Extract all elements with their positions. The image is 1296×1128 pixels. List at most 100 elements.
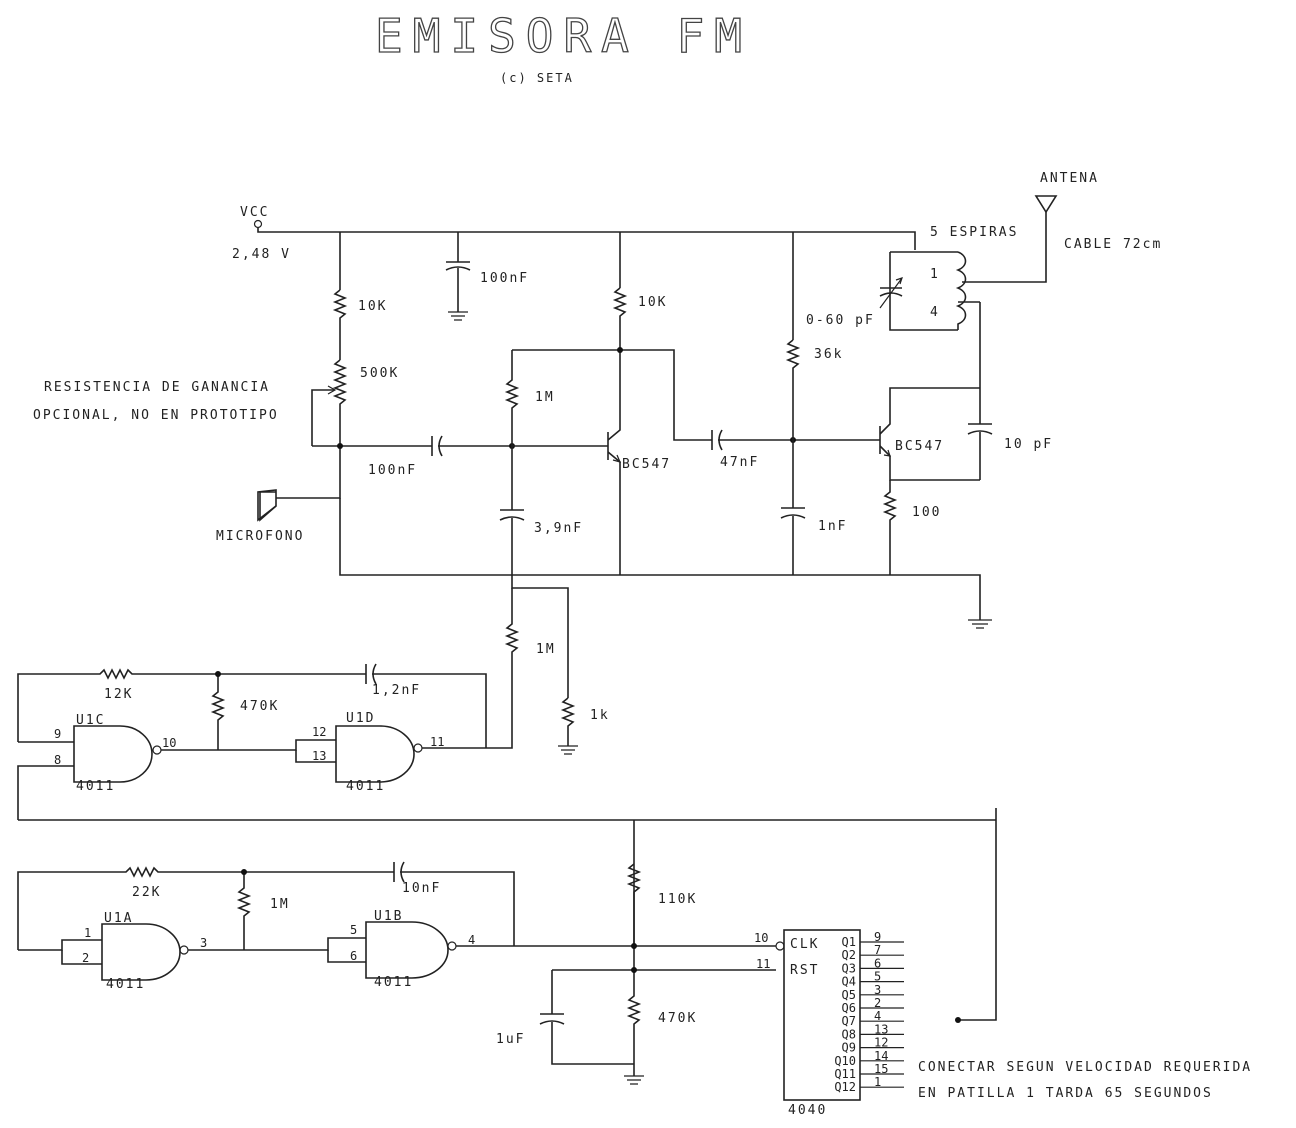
note-line-1: CONECTAR SEGUN VELOCIDAD REQUERIDA	[918, 1060, 1252, 1075]
counter-output-q4: Q4	[842, 975, 856, 989]
rst-label: RST	[790, 963, 819, 978]
pin-3: 3	[200, 936, 207, 950]
potentiometer-500k-label: 500K	[360, 366, 399, 381]
transistor-q1-label: BC547	[622, 457, 671, 472]
resistor-100-label: 100	[912, 505, 941, 520]
oscillator-u1a-u1b	[17, 861, 776, 981]
gate-u1a-label: U1A	[104, 911, 133, 926]
resistor-1k-label: 1k	[590, 708, 610, 723]
counter-output-q5: Q5	[842, 988, 856, 1002]
pin-6: 6	[350, 949, 357, 963]
counter-output-q6: Q6	[842, 1001, 856, 1015]
counter-output-q3: Q3	[842, 961, 856, 975]
pin-11: 11	[430, 735, 444, 749]
resistor-10k-mic-bias-label: 10K	[358, 299, 387, 314]
coil-pin-4: 4	[930, 305, 940, 320]
antenna-icon	[1034, 195, 1058, 214]
capacitor-3-9nf-label: 3,9nF	[534, 521, 583, 536]
capacitor-10pf-label: 10 pF	[1004, 437, 1053, 452]
capacitor-1uf-label: 1uF	[496, 1032, 525, 1047]
counter-output-q2: Q2	[842, 948, 856, 962]
counter-output-pin-number: 7	[874, 943, 881, 957]
capacitor-47nf	[711, 429, 880, 451]
microphone	[257, 446, 341, 522]
pin-12: 12	[312, 725, 326, 739]
pin-10: 10	[162, 736, 176, 750]
gate-u1d-part: 4011	[346, 779, 385, 794]
counter-output-pin-number: 3	[874, 983, 881, 997]
counter-output-q7: Q7	[842, 1014, 856, 1028]
resistor-110k-label: 110K	[658, 892, 697, 907]
counter-output-pin-number: 1	[874, 1075, 881, 1089]
counter-output-pin-number: 2	[874, 996, 881, 1010]
trimmer-capacitor-label: 0-60 pF	[806, 313, 875, 328]
diagram-title: EMISORA FM	[375, 9, 752, 63]
antenna-label: ANTENA	[1040, 171, 1099, 186]
capacitor-47nf-label: 47nF	[720, 455, 759, 470]
oscillator-u1c-u1d	[17, 663, 487, 820]
resistor-1m-bias-label: 1M	[535, 390, 555, 405]
vcc-rail	[253, 219, 916, 340]
capacitor-10pf	[967, 302, 993, 480]
counter-output-q1: Q1	[842, 935, 856, 949]
pin-1: 1	[84, 926, 91, 940]
capacitor-100nf-input	[340, 435, 512, 457]
rst-pin-number: 11	[756, 957, 770, 971]
gain-note-line-1: RESISTENCIA DE GANANCIA	[44, 380, 270, 395]
diagram-subtitle: (c) SETA	[500, 71, 574, 85]
resistor-470k-reset-label: 470K	[658, 1011, 697, 1026]
resistor-1m-modulation-label: 1M	[536, 642, 556, 657]
transistor-q2-label: BC547	[895, 439, 944, 454]
counter-output-q9: Q9	[842, 1041, 856, 1055]
counter-output-q12: Q12	[834, 1080, 856, 1094]
resistor-12k-label: 12K	[104, 687, 133, 702]
resistor-36k	[785, 339, 801, 440]
gate-u1a-part: 4011	[106, 977, 145, 992]
gate-u1d-label: U1D	[346, 711, 375, 726]
resistor-22k-label: 22K	[132, 885, 161, 900]
vcc-label: VCC	[240, 205, 269, 220]
resistor-10k-collector-label: 10K	[638, 295, 667, 310]
gate-u1c-part: 4011	[76, 779, 115, 794]
clk-label: CLK	[790, 937, 819, 952]
counter-output-pin-number: 15	[874, 1062, 888, 1076]
capacitor-1nf-label: 1nF	[818, 519, 847, 534]
counter-output-pin-number: 13	[874, 1022, 888, 1036]
pin-13: 13	[312, 749, 326, 763]
capacitor-100nf-input-label: 100nF	[368, 463, 417, 478]
tank-circuit	[879, 212, 1047, 331]
transistor-q2-stage	[879, 387, 980, 575]
transistor-q1-stage	[504, 287, 712, 575]
gate-u1b-label: U1B	[374, 909, 403, 924]
counter-ic-4040	[775, 929, 861, 1101]
counter-output-pin-number: 5	[874, 970, 881, 984]
resistor-470k-label: 470K	[240, 699, 279, 714]
potentiometer-500k	[311, 359, 348, 447]
coil-pin-1: 1	[930, 267, 940, 282]
pin-4: 4	[468, 933, 475, 947]
resistor-36k-label: 36k	[814, 347, 843, 362]
reset-network	[539, 863, 776, 1085]
clk-pin-number: 10	[754, 931, 768, 945]
gain-note-line-2: OPCIONAL, NO EN PROTOTIPO	[33, 408, 279, 423]
gate-u1c-label: U1C	[76, 713, 105, 728]
counter-output-q10: Q10	[834, 1054, 856, 1068]
ground-rail	[339, 498, 992, 755]
capacitor-1-2nf-label: 1,2nF	[372, 683, 421, 698]
vcc-voltage-label: 2,48 V	[232, 247, 291, 262]
cable-label: CABLE 72cm	[1064, 237, 1162, 252]
pin-9: 9	[54, 727, 61, 741]
capacitor-10nf-label: 10nF	[402, 881, 441, 896]
pin-5: 5	[350, 923, 357, 937]
counter-output-q11: Q11	[834, 1067, 856, 1081]
resistor-10k-mic-bias	[332, 289, 348, 360]
gate-u1b-part: 4011	[374, 975, 413, 990]
note-line-2: EN PATILLA 1 TARDA 65 SEGUNDOS	[918, 1086, 1213, 1101]
capacitor-100nf-decoupling	[445, 261, 471, 321]
counter-part-label: 4040	[788, 1103, 827, 1118]
pin-8: 8	[54, 753, 61, 767]
resistor-1m-timer-label: 1M	[270, 897, 290, 912]
pin-2: 2	[82, 951, 89, 965]
